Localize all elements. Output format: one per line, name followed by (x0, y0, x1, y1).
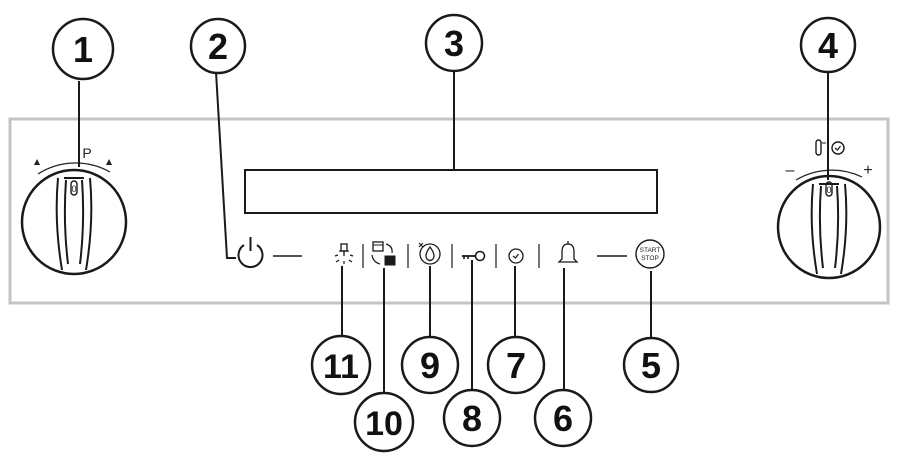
svg-text:10: 10 (365, 405, 403, 443)
callout-10: 10 (353, 391, 415, 453)
clock-icon (831, 141, 845, 155)
lamp-button[interactable] (334, 243, 354, 264)
callout-11: 11 (310, 334, 372, 396)
power-button[interactable] (237, 237, 264, 269)
stop-label: STOP (641, 255, 659, 262)
bell-icon (557, 241, 579, 263)
key-lock-icon (462, 250, 486, 262)
svg-text:4: 4 (818, 25, 838, 66)
timer-icon (508, 248, 524, 264)
knob-plus-label: + (863, 162, 872, 179)
left-knob-marker (70, 180, 78, 196)
function-selector-knob[interactable]: P (20, 145, 128, 276)
callout-6: 6 (533, 388, 593, 448)
svg-text:6: 6 (553, 398, 573, 439)
steam-clean-button[interactable] (418, 242, 441, 265)
control-panel-frame (8, 117, 890, 305)
callout-9: 9 (400, 335, 460, 395)
steam-clean-icon (418, 242, 441, 265)
callout-4: 4 (799, 16, 857, 74)
lamp-icon (334, 243, 354, 264)
callout-8: 8 (442, 388, 502, 448)
left-knob-body (20, 168, 128, 276)
svg-text:8: 8 (462, 398, 482, 439)
leader-2 (215, 71, 236, 259)
right-knob-marker-label: 0 (826, 185, 831, 195)
svg-text:7: 7 (506, 345, 526, 386)
callout-3: 3 (424, 13, 484, 73)
alarm-button[interactable] (557, 241, 579, 263)
callout-2: 2 (189, 17, 247, 75)
right-arrow-tick-icon (106, 159, 112, 165)
svg-text:5: 5 (641, 345, 661, 386)
temperature-time-knob[interactable]: – + (776, 139, 882, 280)
start-label: START (640, 247, 661, 254)
left-knob-marker-label: 0 (71, 184, 76, 194)
svg-text:3: 3 (444, 23, 464, 64)
knob-program-label: P (82, 145, 91, 161)
svg-text:11: 11 (323, 348, 359, 386)
knob-minus-label: – (786, 162, 795, 179)
timer-button[interactable] (508, 248, 524, 264)
start-stop-button[interactable]: START STOP (635, 239, 665, 269)
fast-heat-button[interactable] (371, 241, 396, 266)
left-knob-scale-arc (37, 162, 111, 175)
right-knob-grip (810, 183, 848, 275)
svg-text:9: 9 (420, 345, 440, 386)
svg-text:2: 2 (208, 26, 228, 67)
power-icon (237, 244, 264, 269)
left-knob-grip (55, 177, 93, 271)
leader-lines (78, 71, 829, 395)
callout-5: 5 (622, 336, 680, 394)
start-stop-icon (635, 239, 665, 269)
thermometer-icon (815, 139, 826, 156)
fast-heat-icon (371, 241, 396, 266)
svg-text:1: 1 (73, 29, 93, 70)
right-knob-marker (825, 181, 833, 197)
key-lock-button[interactable] (462, 250, 486, 262)
left-arrow-tick-icon (34, 159, 40, 165)
callout-7: 7 (486, 335, 546, 395)
callout-1: 1 (51, 17, 115, 81)
display-screen (244, 169, 658, 214)
